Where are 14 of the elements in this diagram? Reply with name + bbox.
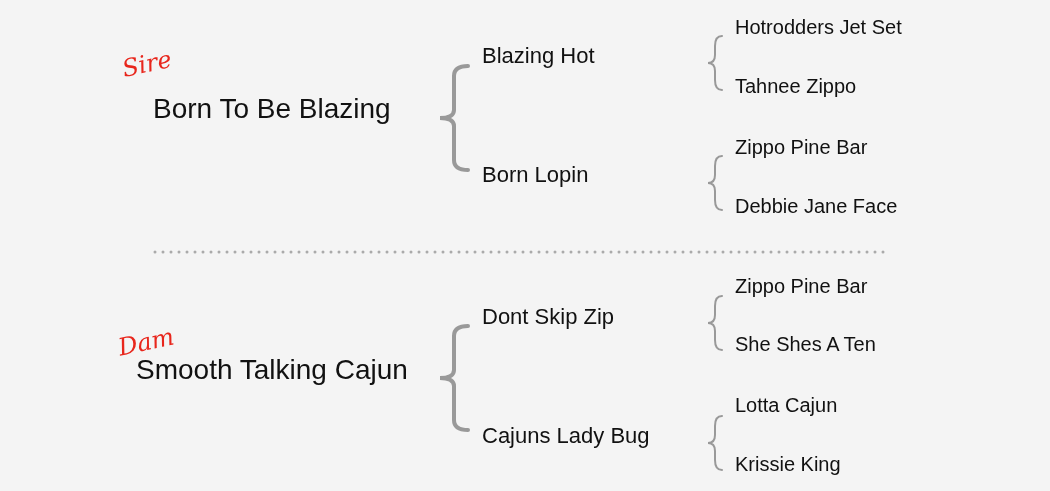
horse-name: Debbie Jane Face [735, 196, 898, 216]
horse-name: Born To Be Blazing [153, 94, 391, 123]
horse-name: Cajuns Lady Bug [482, 424, 650, 447]
handwritten-label: Sire [120, 47, 174, 81]
horse-name: Lotta Cajun [735, 395, 838, 415]
horse-name: Tahnee Zippo [735, 76, 857, 96]
horse-name: Krissie King [735, 454, 841, 474]
horse-name: Zippo Pine Bar [735, 276, 868, 296]
horse-name: Hotrodders Jet Set [735, 17, 902, 37]
horse-name: Blazing Hot [482, 44, 595, 67]
horse-name: Zippo Pine Bar [735, 137, 868, 157]
horse-name: Born Lopin [482, 163, 589, 186]
horse-name: She Shes A Ten [735, 334, 876, 354]
horse-name: Dont Skip Zip [482, 305, 615, 328]
